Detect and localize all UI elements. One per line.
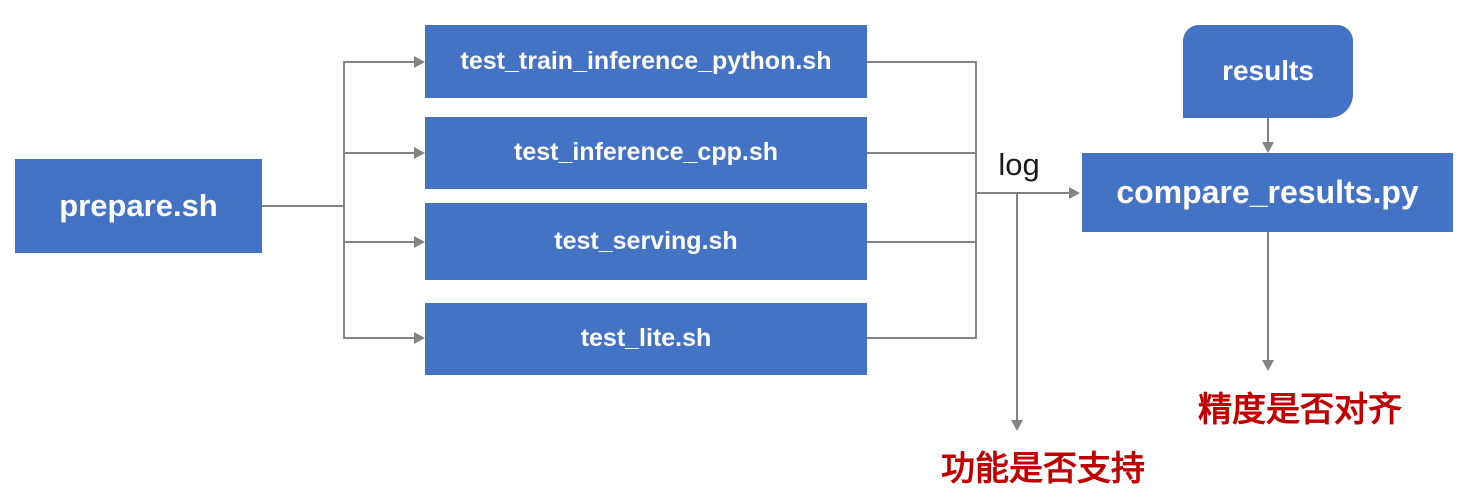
connector-fanout-vertical	[343, 61, 345, 339]
node-results: results	[1183, 25, 1353, 118]
arrowhead-to-test-3-icon	[414, 236, 425, 248]
node-test-serving-sh: test_serving.sh	[425, 203, 867, 280]
arrowhead-results-to-compare-icon	[1262, 142, 1274, 153]
connector-to-test-3	[345, 241, 415, 243]
annotation-accuracy-aligned: 精度是否对齐	[1198, 391, 1402, 429]
connector-log-to-feature-support	[1016, 193, 1018, 421]
arrowhead-feature-support-icon	[1011, 420, 1023, 431]
arrowhead-to-test-4-icon	[414, 332, 425, 344]
connector-from-test-1	[867, 61, 975, 63]
connector-to-test-1	[345, 61, 415, 63]
connector-log-to-compare	[975, 192, 1070, 194]
connector-from-test-4	[867, 337, 975, 339]
connector-prepare-trunk	[262, 205, 344, 207]
node-compare-results-py: compare_results.py	[1082, 153, 1453, 232]
node-prepare-sh: prepare.sh	[15, 159, 262, 253]
connector-merge-vertical	[975, 61, 977, 339]
edge-label-log: log	[998, 147, 1040, 182]
connector-results-to-compare	[1267, 118, 1269, 143]
arrowhead-to-test-2-icon	[414, 147, 425, 159]
connector-to-test-4	[345, 337, 415, 339]
arrowhead-to-compare-icon	[1069, 187, 1080, 199]
annotation-feature-support: 功能是否支持	[941, 450, 1145, 488]
connector-to-test-2	[345, 152, 415, 154]
connector-compare-to-accuracy	[1267, 232, 1269, 361]
connector-from-test-3	[867, 241, 975, 243]
arrowhead-to-test-1-icon	[414, 56, 425, 68]
node-test-inference-cpp-sh: test_inference_cpp.sh	[425, 117, 867, 189]
connector-from-test-2	[867, 152, 975, 154]
node-test-train-inference-python-sh: test_train_inference_python.sh	[425, 25, 867, 98]
node-test-lite-sh: test_lite.sh	[425, 303, 867, 375]
arrowhead-accuracy-icon	[1262, 360, 1274, 371]
